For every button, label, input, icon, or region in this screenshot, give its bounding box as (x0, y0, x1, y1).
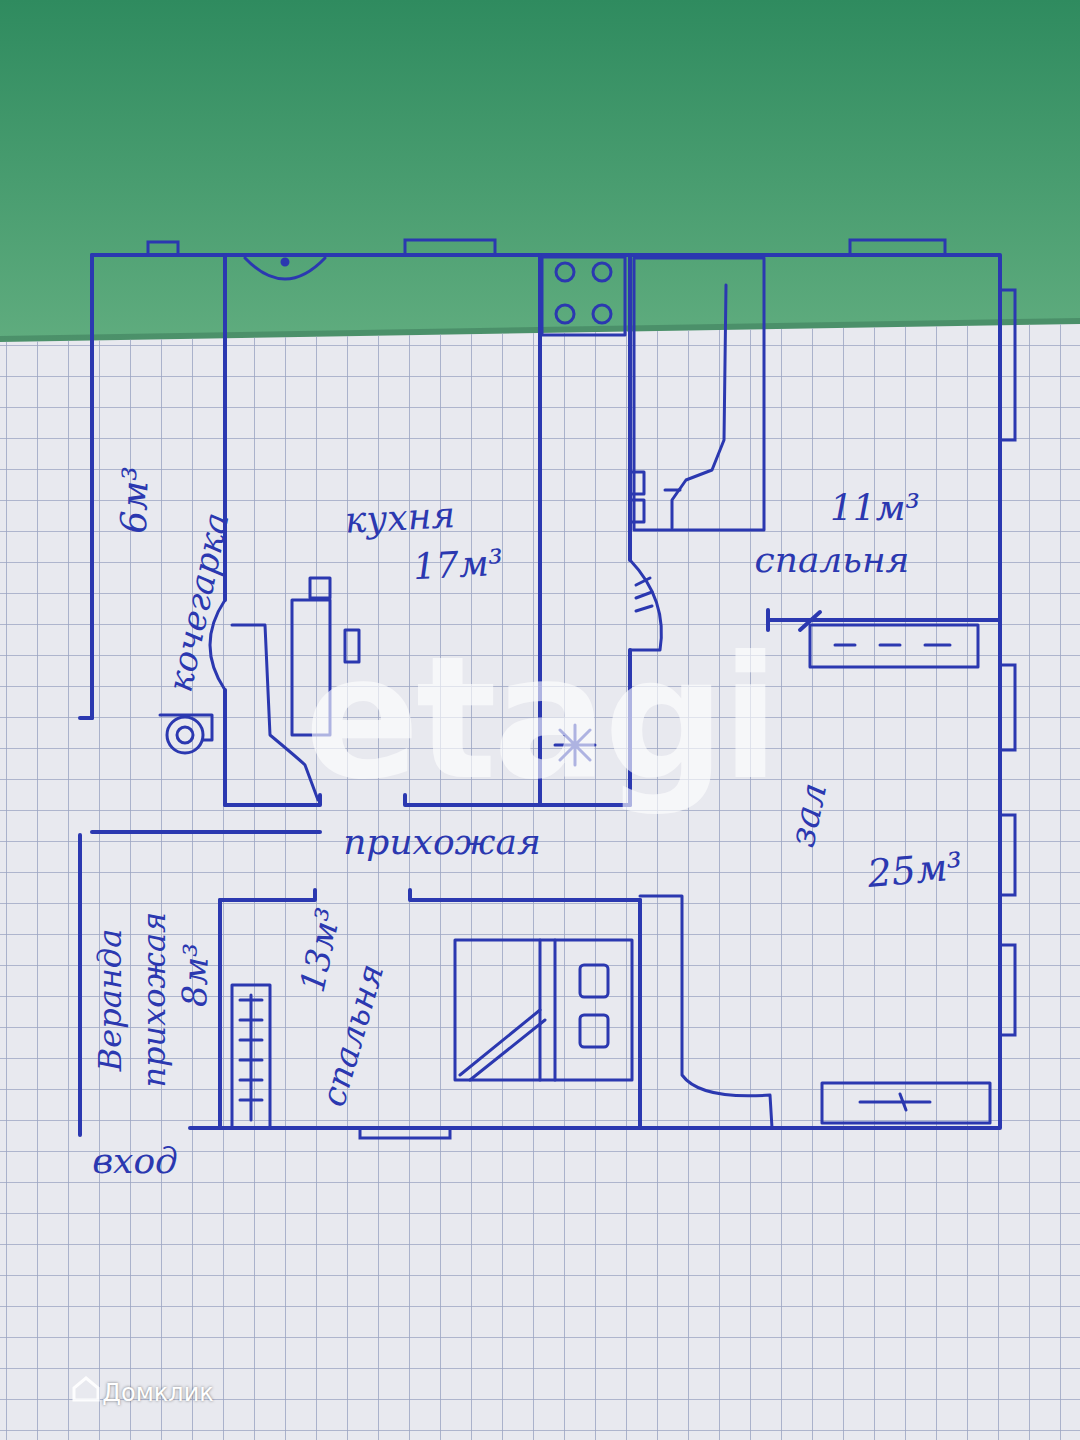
source-watermark: Домклик (102, 1379, 213, 1407)
room-label: кухня (344, 493, 456, 543)
entrance-label: вход (92, 1140, 178, 1181)
room-area: спальня (755, 538, 910, 582)
room-label: прихожая (343, 820, 541, 864)
hallway-room: прихожая (225, 810, 635, 895)
room-area: 25м³ (866, 844, 965, 896)
room-label: Веранда прихожая (88, 913, 176, 1088)
windows (148, 240, 1015, 1138)
room-area: 17м³ (412, 541, 504, 590)
domclick-icon (74, 1378, 98, 1400)
room-area: 8м³ (172, 943, 218, 1008)
walls (80, 255, 1000, 1135)
room-label: зал (780, 779, 836, 851)
furniture (160, 257, 990, 1128)
room-label: 6м³ (112, 466, 158, 535)
bedroom-room: 11м³ спальня (635, 340, 995, 610)
room-area: кочегарка (158, 508, 239, 695)
room-label: 13м³ (290, 904, 351, 996)
room-label: 11м³ (830, 486, 920, 530)
bedroom-room: 13м³спальня (225, 902, 635, 1125)
veranda-room: Веранда прихожая8м³ (84, 840, 220, 1125)
watermark: etagi (304, 619, 775, 817)
boiler-room: 6м³кочегарка (95, 260, 240, 710)
